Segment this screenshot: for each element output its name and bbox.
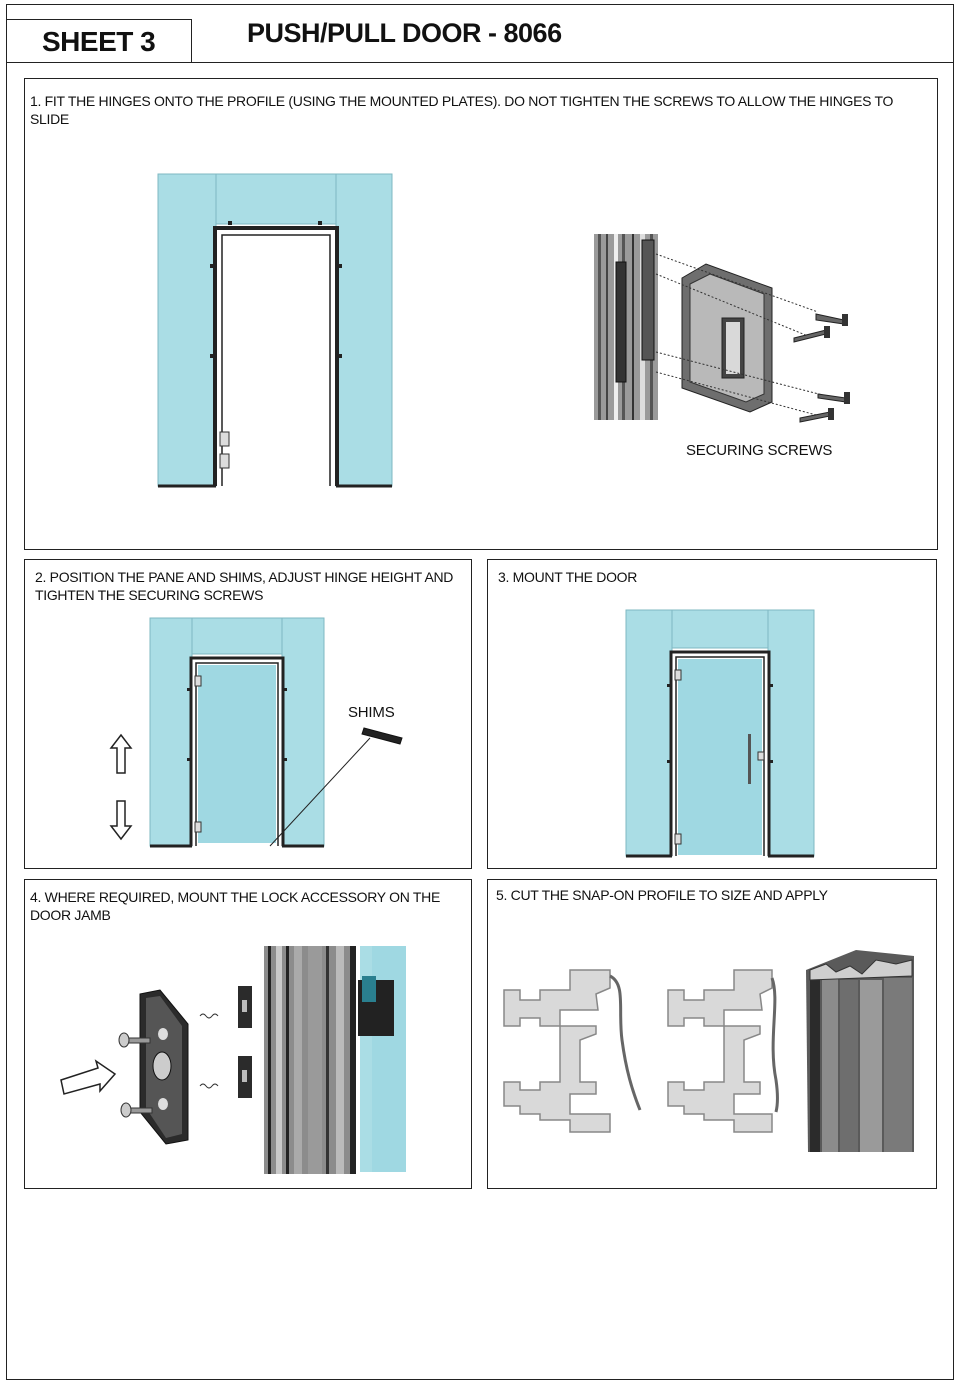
securing-screws-label: SECURING SCREWS	[686, 442, 833, 459]
step-2-pane-drawing	[149, 617, 325, 848]
sheet-border	[6, 4, 954, 1380]
up-arrow-icon	[109, 733, 133, 774]
door-handle-icon	[748, 734, 751, 784]
sheet-number-box	[6, 19, 192, 63]
lock-plate-drawing	[118, 989, 219, 1145]
spring-icon	[199, 1013, 219, 1089]
screw-icon	[120, 1102, 153, 1118]
step-5-text: 5. CUT THE SNAP-ON PROFILE TO SIZE AND A…	[496, 887, 828, 903]
shim-icon	[269, 727, 403, 847]
lock-nut-drawing	[238, 986, 252, 1098]
sheet-label: SHEET 3	[42, 26, 156, 57]
step-2-panel	[24, 559, 472, 869]
down-arrow-icon	[109, 800, 133, 841]
step-3-door-drawing	[625, 609, 815, 858]
hinge-body	[681, 263, 773, 413]
profile-cross-section-1	[503, 969, 642, 1133]
profile-cross-section-2	[667, 969, 779, 1133]
profile-section	[594, 234, 658, 420]
step-2-text: 2. POSITION THE PANE AND SHIMS, ADJUST H…	[35, 569, 454, 603]
screw-icon	[118, 1032, 151, 1048]
step-1-door-frame-drawing	[157, 173, 393, 488]
step-3-panel	[487, 559, 937, 869]
snap-on-profile-3d-drawing	[806, 950, 914, 1152]
right-arrow-icon	[60, 1059, 117, 1095]
securing-screws	[793, 313, 850, 423]
step-3-text: 3. MOUNT THE DOOR	[498, 569, 638, 585]
step-1-panel	[24, 78, 938, 550]
step-1-hinge-exploded-drawing	[594, 234, 850, 423]
step-4-panel	[24, 879, 472, 1189]
step-5-panel	[487, 879, 937, 1189]
step-1-text: 1. FIT THE HINGES ONTO THE PROFILE (USIN…	[30, 93, 894, 127]
shims-label: SHIMS	[348, 704, 395, 721]
step-4-text: 4. WHERE REQUIRED, MOUNT THE LOCK ACCESS…	[30, 889, 441, 923]
header-rule	[6, 62, 954, 63]
document-title: PUSH/PULL DOOR - 8066	[247, 18, 562, 48]
door-jamb-section-drawing	[264, 946, 406, 1174]
